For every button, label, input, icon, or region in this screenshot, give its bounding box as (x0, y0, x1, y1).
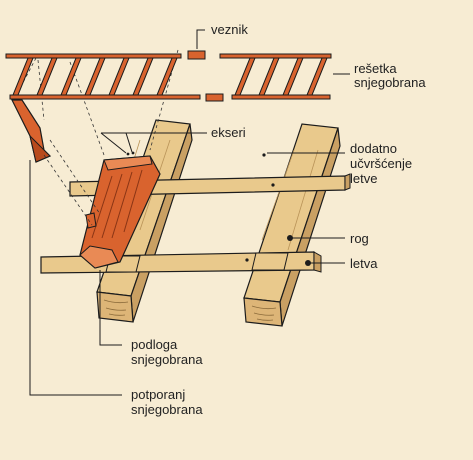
grille-connector (187, 50, 224, 102)
label-support-line1: potporanj (131, 387, 186, 402)
label-batten-fixing-line1: dodatno (350, 141, 397, 156)
rafter-right (243, 123, 341, 327)
batten-nail-dot (245, 258, 249, 262)
batten-nail-dot (271, 183, 275, 187)
snow-guard-grille (5, 53, 332, 100)
label-grille-line1: rešetka (354, 61, 397, 76)
label-batten-fixing-line2: učvršćenje (350, 156, 413, 171)
label-rafter: rog (350, 231, 369, 246)
label-base-line2: snjegobrana (131, 352, 203, 367)
label-nails: ekseri (211, 125, 246, 140)
label-base-line1: podloga (131, 337, 178, 352)
snow-guard-support (11, 99, 52, 163)
label-batten-fixing-line3: letve (350, 171, 378, 186)
label-batten: letva (350, 256, 378, 271)
leader-lines (29, 29, 350, 396)
label-grille-line2: snjegobrana (354, 75, 426, 90)
label-connector: veznik (211, 22, 248, 37)
snow-guard-base (79, 155, 161, 269)
label-support-line2: snjegobrana (131, 402, 203, 417)
